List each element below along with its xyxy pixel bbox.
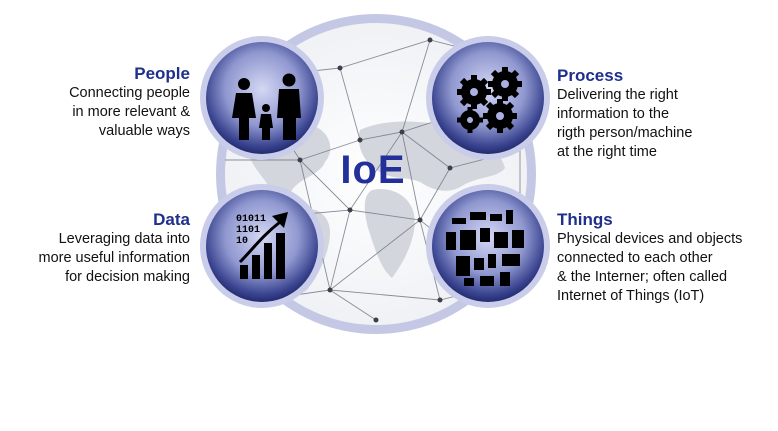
process-title: Process (557, 66, 624, 85)
people-description: Connecting people in more relevant & val… (69, 85, 190, 139)
process-block: Process Delivering the right information… (557, 66, 767, 162)
people-title: People (134, 64, 190, 83)
data-block: Data Leveraging data into more useful in… (0, 210, 190, 287)
things-block: Things Physical devices and objects conn… (557, 210, 772, 306)
data-node: 01011 1101 10 (200, 184, 324, 308)
people-silhouette-icon (232, 73, 301, 140)
things-node (426, 184, 550, 308)
gears-icon (457, 67, 522, 133)
things-title: Things (557, 210, 613, 229)
things-description: Physical devices and objects connected t… (557, 231, 743, 304)
devices-collage-icon (446, 210, 524, 286)
binary-text-line-1: 01011 (236, 214, 266, 225)
data-title: Data (153, 210, 190, 229)
process-node (426, 36, 550, 160)
rising-bar-chart-icon: 01011 1101 10 (236, 212, 288, 279)
binary-text-line-2: 1101 (236, 225, 260, 236)
hub-label: IoE (340, 148, 406, 192)
people-node (200, 36, 324, 160)
data-description: Leveraging data into more useful informa… (38, 231, 190, 285)
binary-text-line-3: 10 (236, 236, 248, 247)
people-block: People Connecting people in more relevan… (20, 64, 190, 141)
process-description: Delivering the right information to the … (557, 87, 693, 160)
